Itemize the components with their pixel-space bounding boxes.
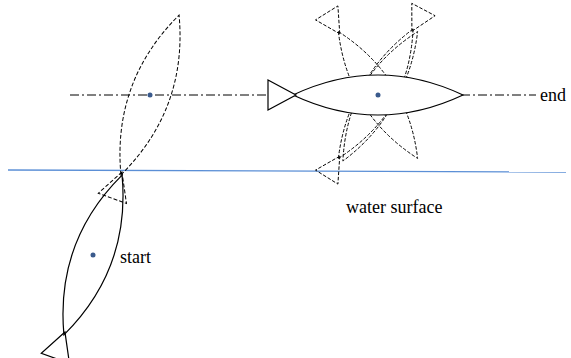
text-label: end xyxy=(538,85,568,105)
text-label: water surface xyxy=(344,197,444,217)
text-label: start xyxy=(118,247,153,267)
water-surface-line xyxy=(8,170,566,172)
center-dots xyxy=(91,93,381,258)
jumping-fish xyxy=(94,8,198,205)
end-fish xyxy=(268,75,463,115)
